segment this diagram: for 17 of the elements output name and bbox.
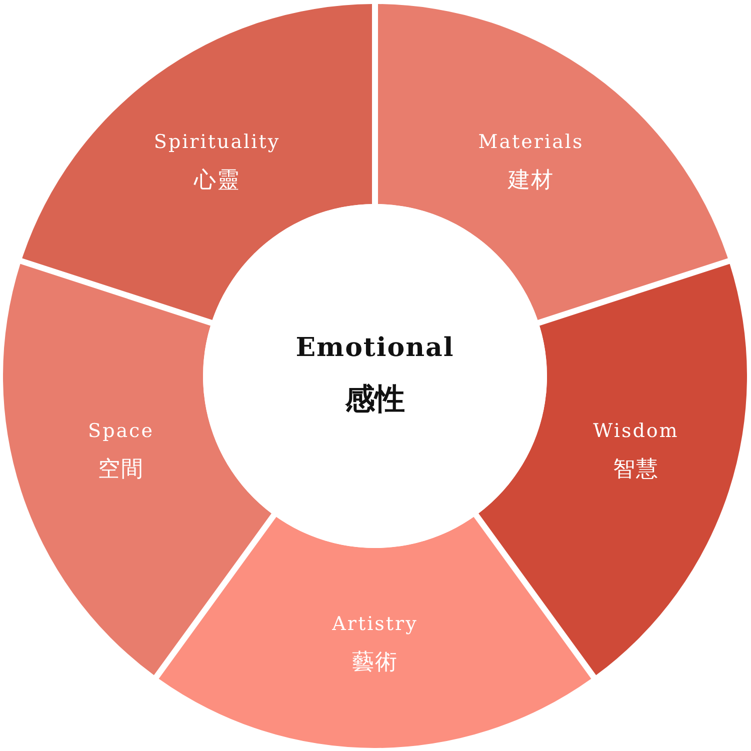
- segment-label: Wisdom: [593, 420, 679, 442]
- segment-label: 建材: [508, 167, 554, 195]
- segment-label: 智慧: [613, 456, 659, 484]
- donut-segment: [22, 4, 373, 321]
- donut-segment: [377, 4, 728, 321]
- center-label: 感性: [345, 380, 405, 418]
- segment-label: 心靈: [194, 167, 240, 195]
- segment-label: Spirituality: [154, 131, 280, 153]
- segment-label: Artistry: [332, 613, 418, 635]
- segment-label: Space: [88, 420, 154, 442]
- donut-segment: [478, 263, 747, 676]
- center-label: Emotional: [296, 332, 454, 362]
- donut-segment: [3, 263, 272, 676]
- segment-label: 藝術: [352, 649, 398, 677]
- segment-label: Materials: [478, 131, 584, 153]
- segment-label: 空間: [98, 456, 144, 484]
- donut-segment: [158, 516, 592, 748]
